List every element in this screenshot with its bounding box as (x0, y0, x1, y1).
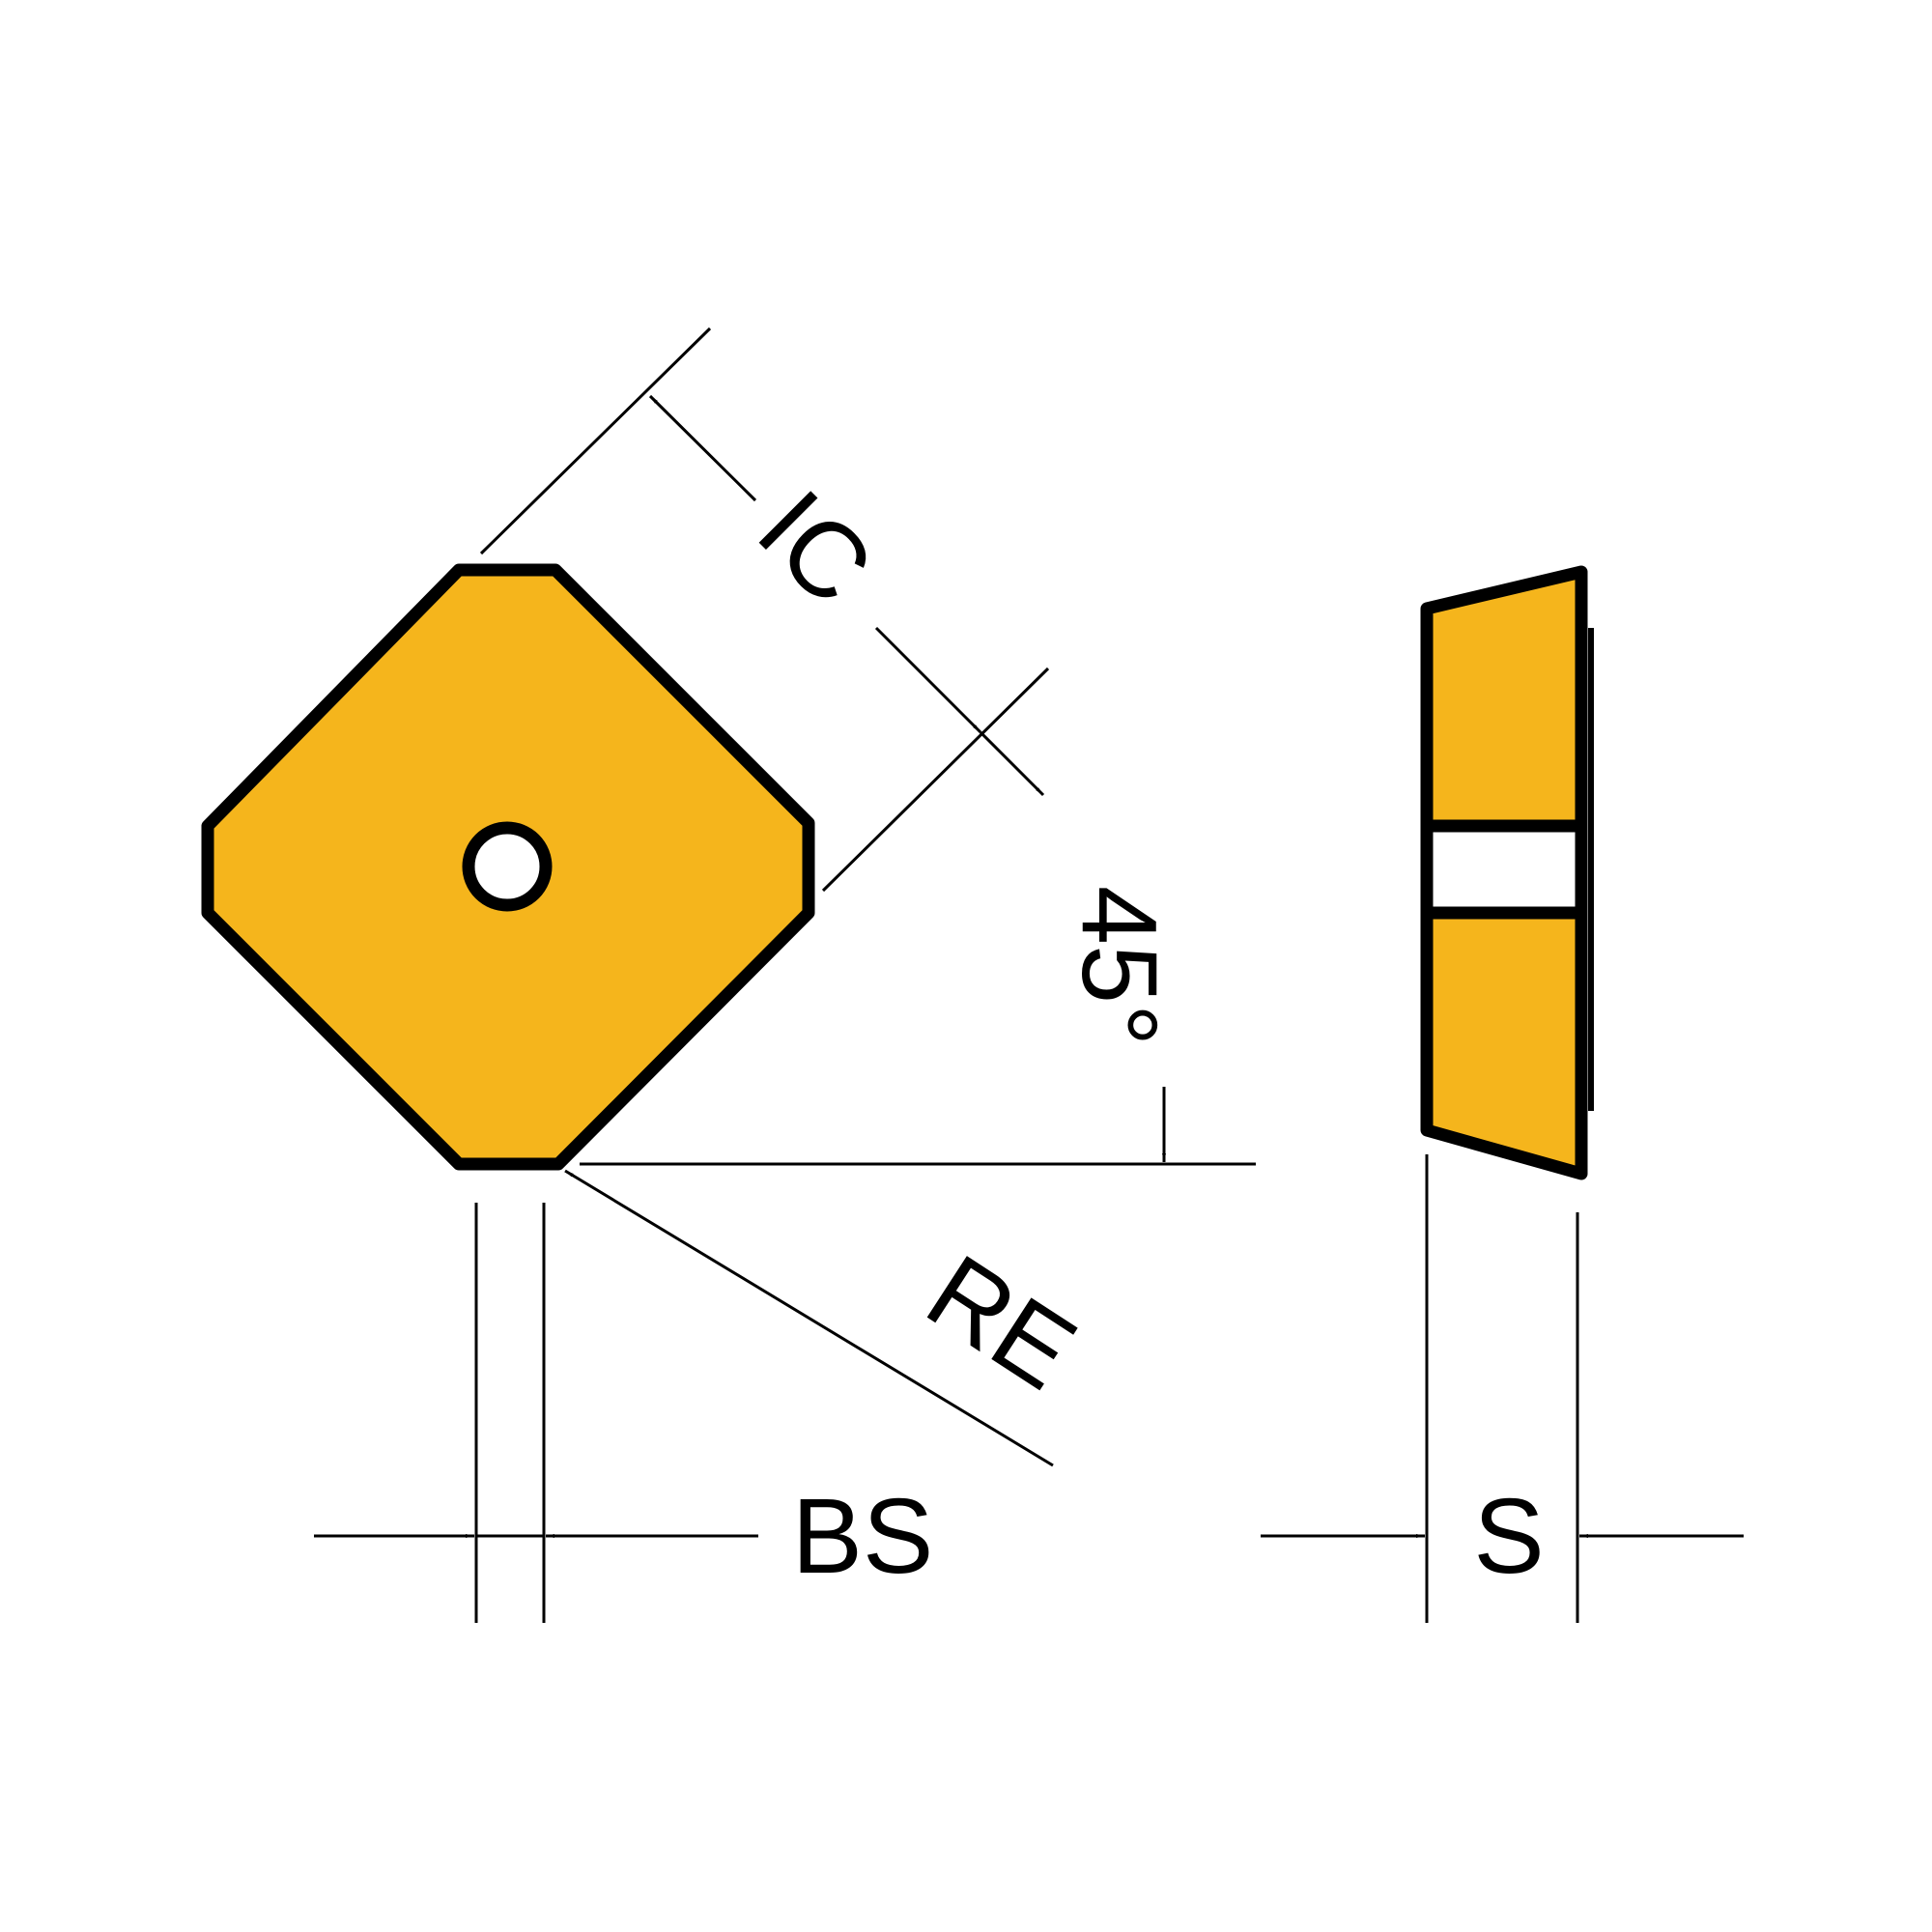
ic-dimension-arrow-bottom (874, 626, 982, 734)
s-label: S (1473, 1477, 1544, 1596)
ic-dimension-tail (979, 730, 1045, 797)
ic-extension-line-top (479, 327, 712, 555)
side-view-lower-body (1420, 906, 1588, 1180)
re-label: RE (907, 1233, 1095, 1412)
ic-extension-line-bottom (821, 667, 1050, 893)
center-hole (462, 821, 553, 912)
side-view-upper-body (1420, 565, 1588, 833)
angle-label: 45° (1060, 886, 1179, 1046)
insert-side-view (1420, 565, 1594, 1180)
side-view-hole-slot (1420, 819, 1588, 920)
bs-label: BS (792, 1477, 934, 1596)
ic-dimension-arrow-top (648, 394, 757, 502)
ic-label: IC (736, 469, 895, 628)
re-leader-line (564, 1169, 1054, 1467)
